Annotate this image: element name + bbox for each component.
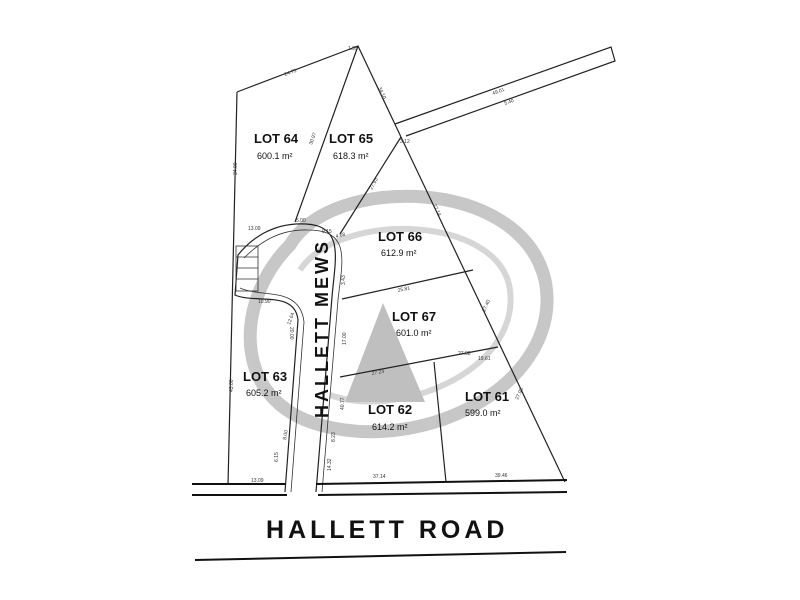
dimension-label: 43.00 — [229, 379, 235, 392]
dimension-label: 37.14 — [373, 474, 386, 480]
dimension-label: 3.12 — [400, 139, 410, 145]
dimension-label: 27.24 — [371, 369, 385, 377]
lot-61-area: 599.0 m² — [465, 408, 501, 418]
lot-65-name: LOT 65 — [329, 131, 373, 146]
dimension-label: 6.15 — [274, 452, 280, 462]
dimension-label: 1.95 — [348, 46, 358, 52]
lot-64-name: LOT 64 — [254, 131, 299, 146]
dimension-label: 10.90 — [258, 299, 271, 305]
dimension-label: 4.68 — [335, 232, 346, 240]
dimension-label: 25.81 — [397, 285, 411, 294]
hallett-mews-outline — [234, 223, 343, 493]
lot-67-area: 601.0 m² — [396, 328, 432, 338]
lot-63-name: LOT 63 — [243, 369, 287, 384]
lot-64-area: 600.1 m² — [257, 151, 293, 161]
dimension-label: 34.10 — [376, 86, 387, 100]
lot-65-area: 618.3 m² — [333, 151, 369, 161]
dimension-label: 27.93 — [368, 177, 379, 191]
dimension-label: 27.14 — [431, 203, 442, 217]
road-name-label: HALLETT ROAD — [266, 516, 508, 544]
dimension-label: 27.93 — [514, 387, 525, 401]
street-name-label: HALLETT MEWS — [312, 239, 332, 418]
dimension-label: 8.00 — [282, 430, 290, 441]
lot-labels: LOT 64 600.1 m² LOT 65 618.3 m² LOT 66 6… — [243, 131, 509, 432]
dimension-label: 13.09 — [251, 478, 264, 484]
dimension-label: 20.00 — [288, 327, 294, 340]
dimension-label: 5.00 — [296, 218, 306, 224]
lot-62-area: 614.2 m² — [372, 422, 408, 432]
lot-67-name: LOT 67 — [392, 309, 436, 324]
dimension-label: 19.61 — [478, 356, 491, 362]
dimension-labels: 24.75 1.95 34.00 30.97 34.10 49.01 5.40 … — [229, 46, 525, 484]
dimension-label: 8.23 — [331, 432, 337, 442]
lot-62-name: LOT 62 — [368, 402, 412, 417]
lot-61-name: LOT 61 — [465, 389, 509, 404]
dimension-label: 39.46 — [495, 473, 508, 479]
dimension-label: 49.01 — [492, 87, 506, 97]
lot-63-area: 605.2 m² — [246, 388, 282, 398]
dimension-label: 27.08 — [458, 351, 471, 357]
lot-66-name: LOT 66 — [378, 229, 422, 244]
dimension-label: 5.40 — [504, 98, 515, 107]
lot-66-area: 612.9 m² — [381, 248, 417, 258]
lot-boundaries — [227, 45, 616, 486]
dimension-label: 34.00 — [233, 162, 239, 175]
dimension-label: 14.32 — [327, 458, 333, 471]
dimension-label: 3.43 — [341, 275, 347, 285]
dimension-label: 24.75 — [284, 68, 298, 78]
dimension-label: 9.15 — [322, 229, 332, 235]
dimension-label: 13.09 — [248, 226, 261, 232]
dimension-label: 27.40 — [481, 299, 492, 313]
dimension-label: 30.97 — [308, 132, 318, 146]
road-lines — [192, 479, 568, 561]
dimension-label: 17.00 — [342, 332, 348, 345]
dimension-label: 40.77 — [340, 397, 346, 410]
dimension-label: 12.64 — [286, 312, 296, 326]
watermark-logo — [243, 189, 554, 439]
